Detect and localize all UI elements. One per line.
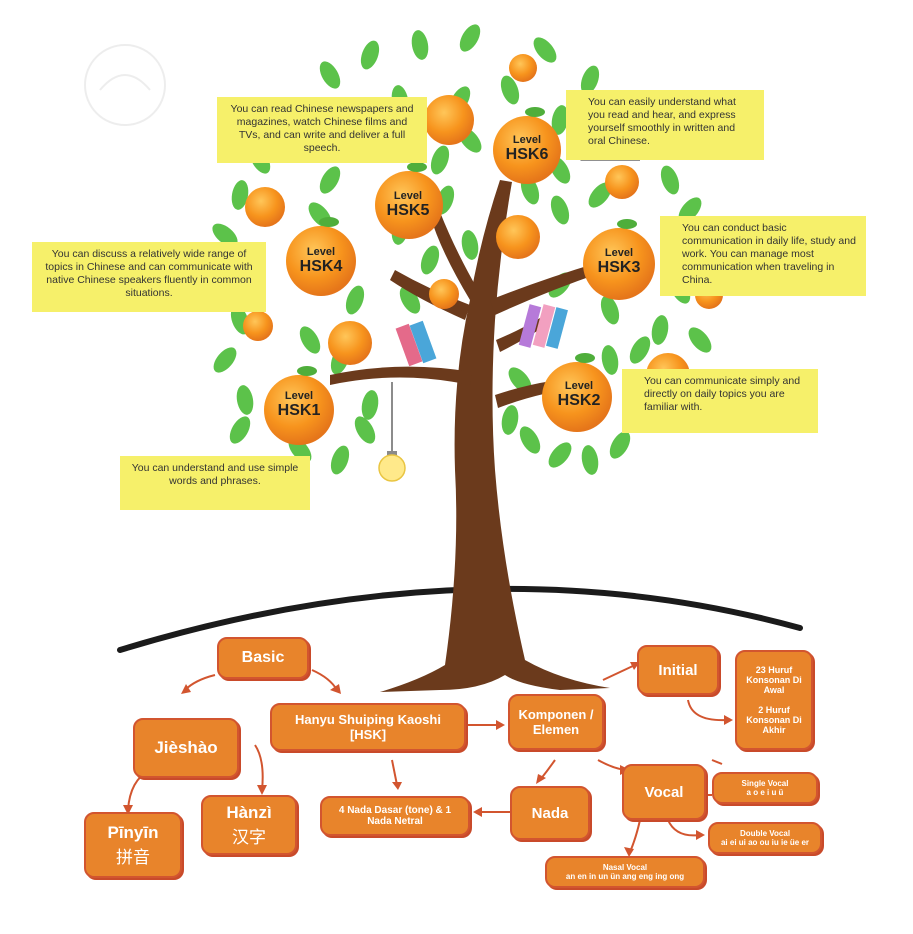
leaf (461, 230, 479, 260)
arrow-heads (123, 662, 733, 857)
leaf (345, 285, 365, 315)
orange-fruit (245, 187, 285, 227)
orange-leaf (575, 353, 595, 363)
leaf (600, 295, 620, 325)
leaf (629, 336, 651, 364)
orange-fruit (509, 54, 537, 82)
single-vocal-title: Single Vocal (741, 779, 789, 788)
basic-box: Basic (217, 637, 309, 679)
note-hsk2: You can communicate simply and directly … (622, 369, 818, 433)
leaf (231, 180, 249, 210)
note-hsk6: You can read Chinese newspapers and maga… (217, 97, 427, 163)
leaf (213, 347, 237, 373)
leaf (609, 431, 631, 459)
hsk-box: Hanyu Shuiping Kaoshi [HSK] (270, 703, 466, 751)
level-oranges (264, 107, 655, 445)
hanzi-box: Hànzì 汉字 (201, 795, 297, 855)
konsonan-awal: 23 Huruf Konsonan Di Awal (746, 665, 802, 695)
leaf (212, 223, 238, 247)
level-orange (286, 226, 356, 296)
leaf (330, 445, 350, 475)
level-orange (493, 116, 561, 184)
orange-leaf (617, 219, 637, 229)
orange-fruit (424, 95, 474, 145)
level-orange (264, 375, 334, 445)
level-orange (542, 362, 612, 432)
leaf (354, 416, 376, 444)
nada-box: Nada (510, 786, 590, 840)
leaf (459, 24, 481, 52)
leaf (500, 75, 520, 105)
double-vocal-list: ai ei ui ao ou iu ie üe er (720, 838, 810, 847)
orange-fruit (243, 311, 273, 341)
note-hsk3: You can conduct basic communication in d… (660, 216, 866, 296)
orange-leaf (319, 217, 339, 227)
orange-fruit (605, 165, 639, 199)
double-vocal-box: Double Vocal ai ei ui ao ou iu ie üe er (708, 822, 822, 854)
leaf (319, 166, 341, 194)
orange-leaf (297, 366, 317, 376)
faint-logo (84, 44, 166, 126)
leaf (420, 245, 440, 275)
nasal-vocal-list: an en in un ün ang eng ing ong (565, 872, 685, 881)
orange-fruit (429, 279, 459, 309)
pinyin-box: Pīnyīn 拼音 (84, 812, 182, 878)
level-orange (583, 228, 655, 300)
leaf (360, 40, 380, 70)
books-icon (395, 304, 568, 367)
pinyin-chinese: 拼音 (116, 847, 150, 867)
note-hsk1: You can understand and use simple words … (120, 456, 310, 510)
jieshao-box: Jièshào (133, 718, 239, 778)
leaf (319, 61, 341, 89)
nasal-vocal-box: Nasal Vocal an en in un ün ang eng ing o… (545, 856, 705, 888)
initial-box: Initial (637, 645, 719, 695)
leaf (581, 445, 599, 475)
leaf (229, 416, 251, 444)
single-vocal-list: a o e i u ü (746, 788, 784, 797)
leaf (688, 327, 712, 353)
leaf (551, 105, 569, 135)
konsonan-akhir: 2 Huruf Konsonan Di Akhir (746, 705, 802, 735)
leaf (519, 426, 541, 454)
vocal-box: Vocal (622, 764, 706, 820)
nada-dasar-box: 4 Nada Dasar (tone) & 1 Nada Netral (320, 796, 470, 836)
leaf (533, 37, 557, 63)
note-hsk5: You can easily understand what you read … (566, 90, 764, 160)
leaf (548, 442, 572, 468)
orange-leaf (525, 107, 545, 117)
leaf (501, 405, 519, 435)
leaf (550, 195, 570, 225)
light-bulb-icon (378, 382, 406, 482)
hanzi-label: Hànzì (226, 802, 272, 822)
leaf (430, 145, 450, 175)
nasal-vocal-title: Nasal Vocal (602, 863, 648, 872)
leaf (601, 345, 619, 375)
note-hsk4: You can discuss a relatively wide range … (32, 242, 266, 312)
orange-leaf (407, 162, 427, 172)
orange-fruit (496, 215, 540, 259)
leaf (299, 326, 321, 354)
double-vocal-title: Double Vocal (739, 829, 791, 838)
leaf (399, 286, 421, 314)
orange-fruit (328, 321, 372, 365)
leaf (361, 390, 379, 420)
leaf (588, 182, 612, 208)
konsonan-box: 23 Huruf Konsonan Di Awal 2 Huruf Konson… (735, 650, 813, 750)
level-orange (375, 171, 443, 239)
pinyin-label: Pīnyīn (107, 822, 159, 842)
decor-oranges (243, 54, 723, 397)
leaf (236, 385, 254, 415)
single-vocal-box: Single Vocal a o e i u ü (712, 772, 818, 804)
leaf (580, 65, 600, 95)
komponen-box: Komponen / Elemen (508, 694, 604, 750)
leaf (660, 165, 680, 195)
hanzi-chinese: 汉字 (232, 827, 266, 847)
leaf (411, 30, 429, 60)
leaf (651, 315, 669, 345)
